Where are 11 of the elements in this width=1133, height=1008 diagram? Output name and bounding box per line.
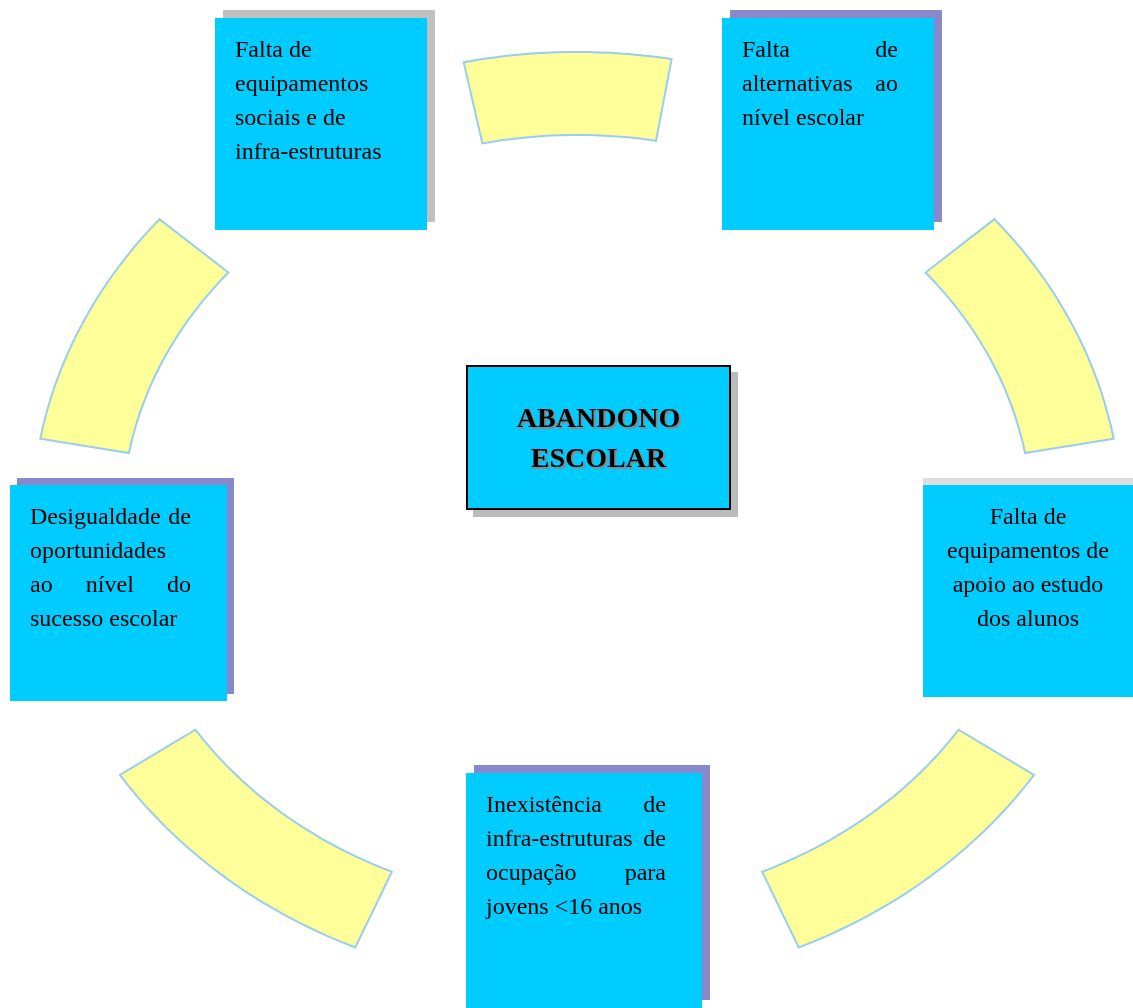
cause-text: Falta de alternativas ao nível escolar — [742, 35, 898, 132]
ring-segment — [39, 217, 230, 455]
cause-text: Falta de equipamentos sociais e de infra-estruturas — [235, 35, 383, 166]
ring-segment — [118, 728, 394, 949]
cause-text: Desigualdade de oportunidades ao nível do sucesso escolar — [30, 502, 191, 633]
ring-segment — [924, 217, 1115, 455]
cause-text: Falta de equipamentos de apoio ao estudo dos alunos — [946, 502, 1110, 633]
central-title: ABANDONO ESCOLAR — [515, 400, 682, 475]
cause-text: Inexistência de infra-estruturas de ocupação para jovens <16 anos — [486, 790, 666, 921]
ring-segment — [462, 51, 673, 145]
ring-segment — [760, 728, 1036, 949]
